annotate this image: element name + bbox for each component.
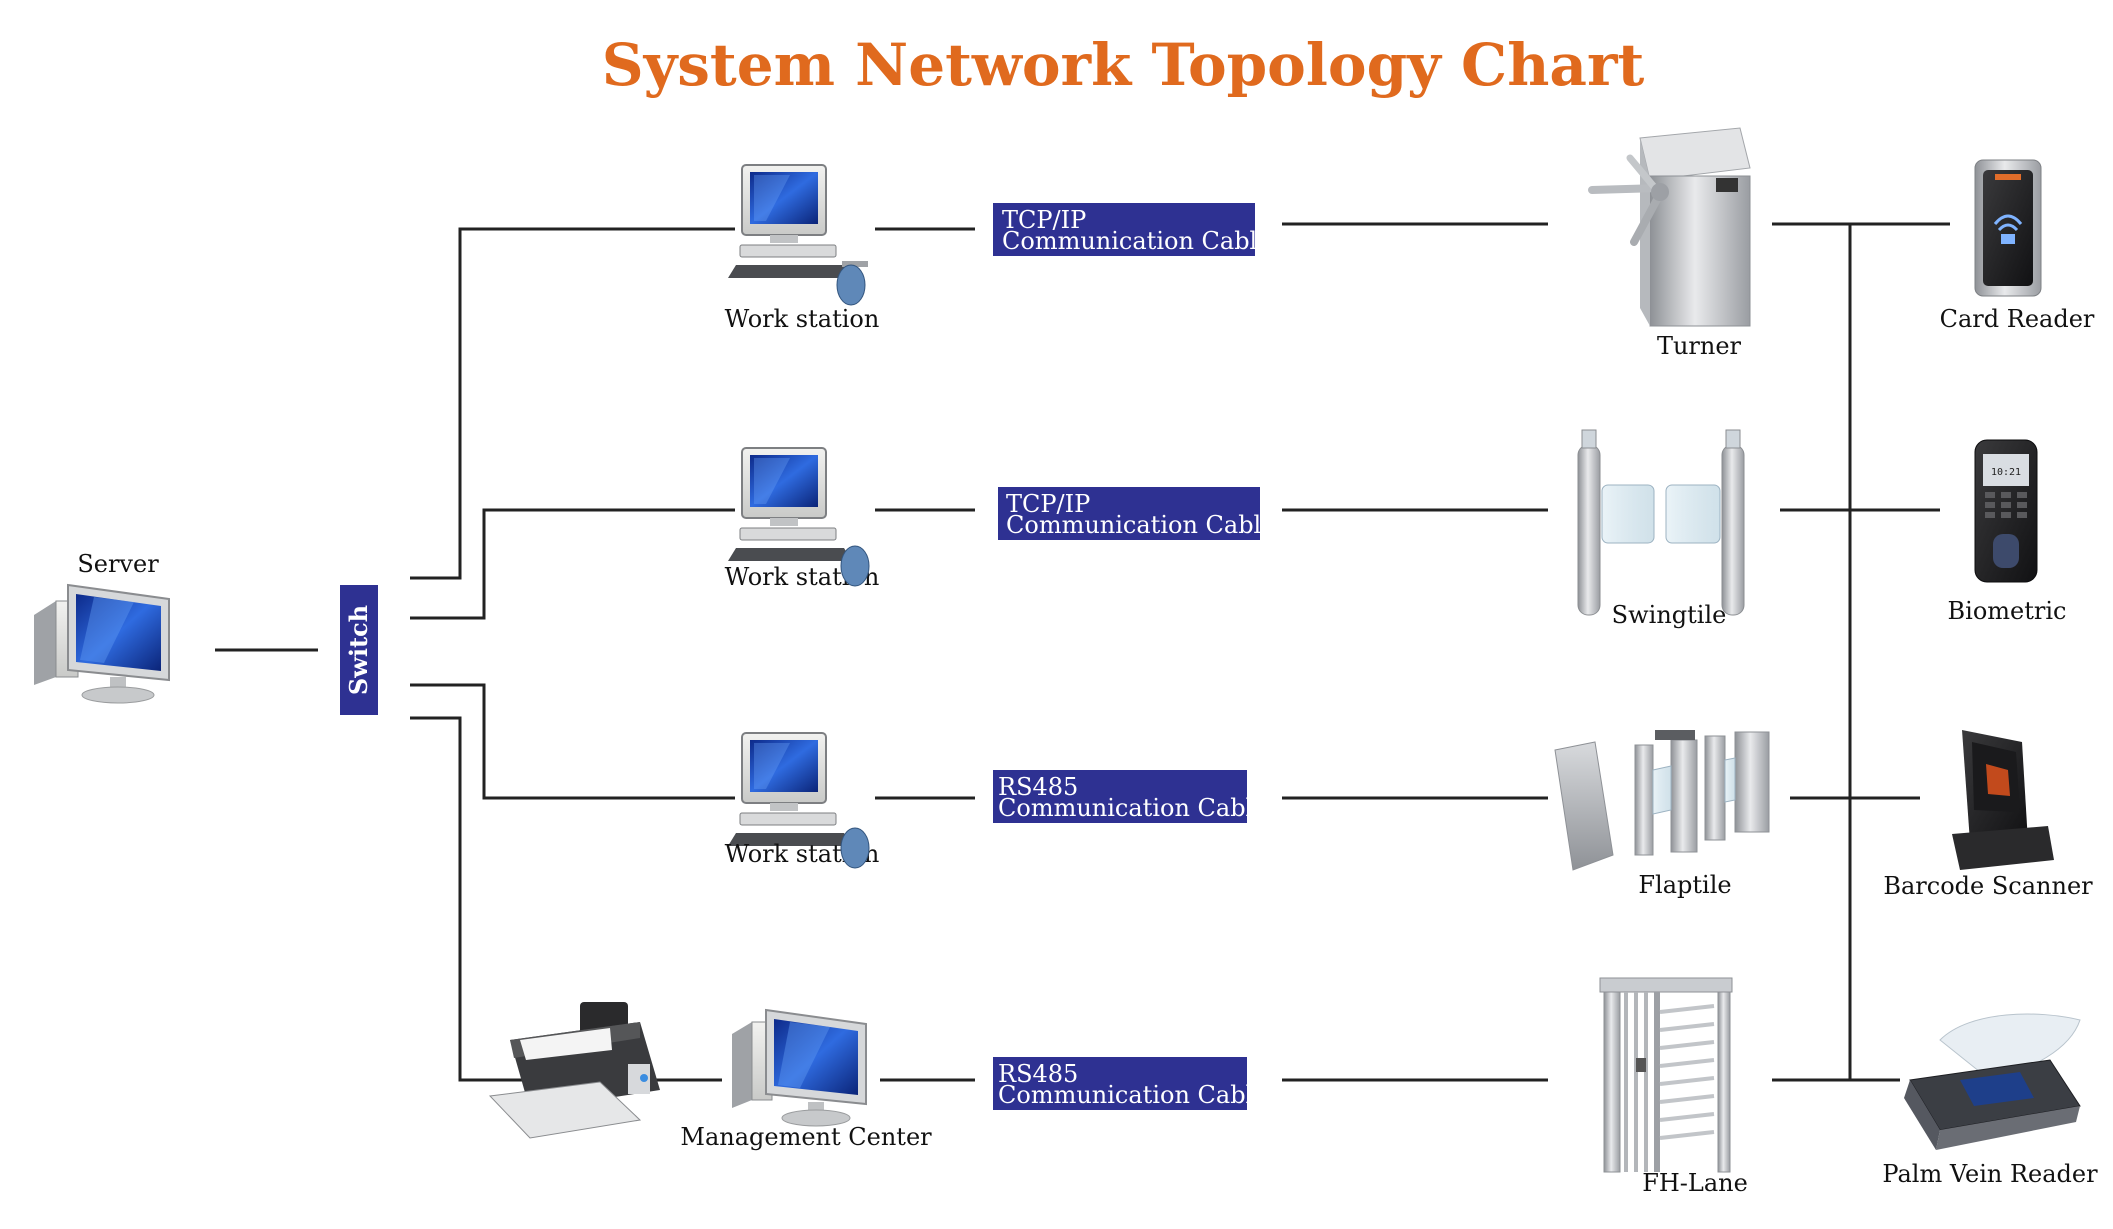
- mouse-icon: [840, 827, 870, 869]
- workstation-1: Work station: [725, 164, 880, 333]
- swing-gate-icon: [1577, 429, 1745, 616]
- gate-swingtile: Swingtile: [1577, 429, 1745, 629]
- management-center: Management Center: [680, 1008, 932, 1151]
- printer-icon: [488, 1002, 660, 1139]
- card-reader-icon: [1974, 159, 2042, 297]
- cable-type: TCP/IP: [1002, 206, 1086, 234]
- gate-label: FH-Lane: [1642, 1169, 1748, 1197]
- cable-description: Communication Cable: [1006, 511, 1275, 539]
- workstation-icon: [728, 164, 868, 306]
- switch-label: Switch: [344, 605, 373, 695]
- cable-description: Communication Cable: [1002, 227, 1271, 255]
- cable-box-3: RS485 Communication Cable: [993, 770, 1267, 823]
- mouse-icon: [840, 545, 870, 587]
- server-icon: [34, 583, 170, 704]
- cable-type: RS485: [998, 773, 1078, 801]
- palm-vein-reader-icon: [1904, 1013, 2081, 1150]
- cable-type: TCP/IP: [1006, 490, 1090, 518]
- biometric-terminal-icon: 10:21: [1974, 439, 2038, 583]
- diagram-title: System Network Topology Chart: [602, 31, 1645, 99]
- cable-description: Communication Cable: [998, 1081, 1267, 1109]
- reader-label: Palm Vein Reader: [1882, 1160, 2098, 1188]
- cable-type: RS485: [998, 1060, 1078, 1088]
- cable-box-4: RS485 Communication Cable: [993, 1057, 1267, 1110]
- svg-text:10:21: 10:21: [1991, 467, 2021, 478]
- reader-barcode: Barcode Scanner: [1883, 730, 2093, 900]
- management-center-icon: [732, 1008, 867, 1127]
- switch-box: Switch: [340, 585, 378, 715]
- cable-box-1: TCP/IP Communication Cable: [993, 203, 1271, 256]
- workstation-icon: [728, 447, 852, 561]
- management-center-label: Management Center: [680, 1123, 932, 1151]
- workstation-icon: [728, 732, 852, 846]
- workstation-2: Work station: [725, 447, 879, 591]
- reader-label: Barcode Scanner: [1883, 872, 2093, 900]
- cable-description: Communication Cable: [998, 794, 1267, 822]
- reader-label: Card Reader: [1940, 305, 2095, 333]
- gate-label: Swingtile: [1612, 601, 1727, 629]
- gate-label: Turner: [1657, 332, 1742, 360]
- gate-label: Flaptile: [1638, 871, 1731, 899]
- connection-lines: [215, 222, 1950, 1082]
- full-height-turnstile-icon: [1599, 977, 1733, 1173]
- gate-flaptile: Flaptile: [1554, 730, 1770, 899]
- reader-palm-vein: Palm Vein Reader: [1882, 1013, 2098, 1188]
- reader-label: Biometric: [1948, 597, 2067, 625]
- workstation-3: Work station: [725, 732, 879, 869]
- flap-barrier-icon: [1554, 730, 1770, 871]
- gate-fh-lane: FH-Lane: [1599, 977, 1748, 1197]
- reader-biometric: 10:21 Biometric: [1948, 439, 2067, 625]
- cable-box-2: TCP/IP Communication Cable: [998, 487, 1275, 540]
- reader-card: Card Reader: [1940, 159, 2095, 333]
- workstation-label: Work station: [725, 305, 880, 333]
- gate-turner: Turner: [1588, 127, 1751, 360]
- server-label: Server: [77, 550, 159, 578]
- barcode-scanner-icon: [1952, 730, 2054, 870]
- turnstile-icon: [1588, 127, 1751, 327]
